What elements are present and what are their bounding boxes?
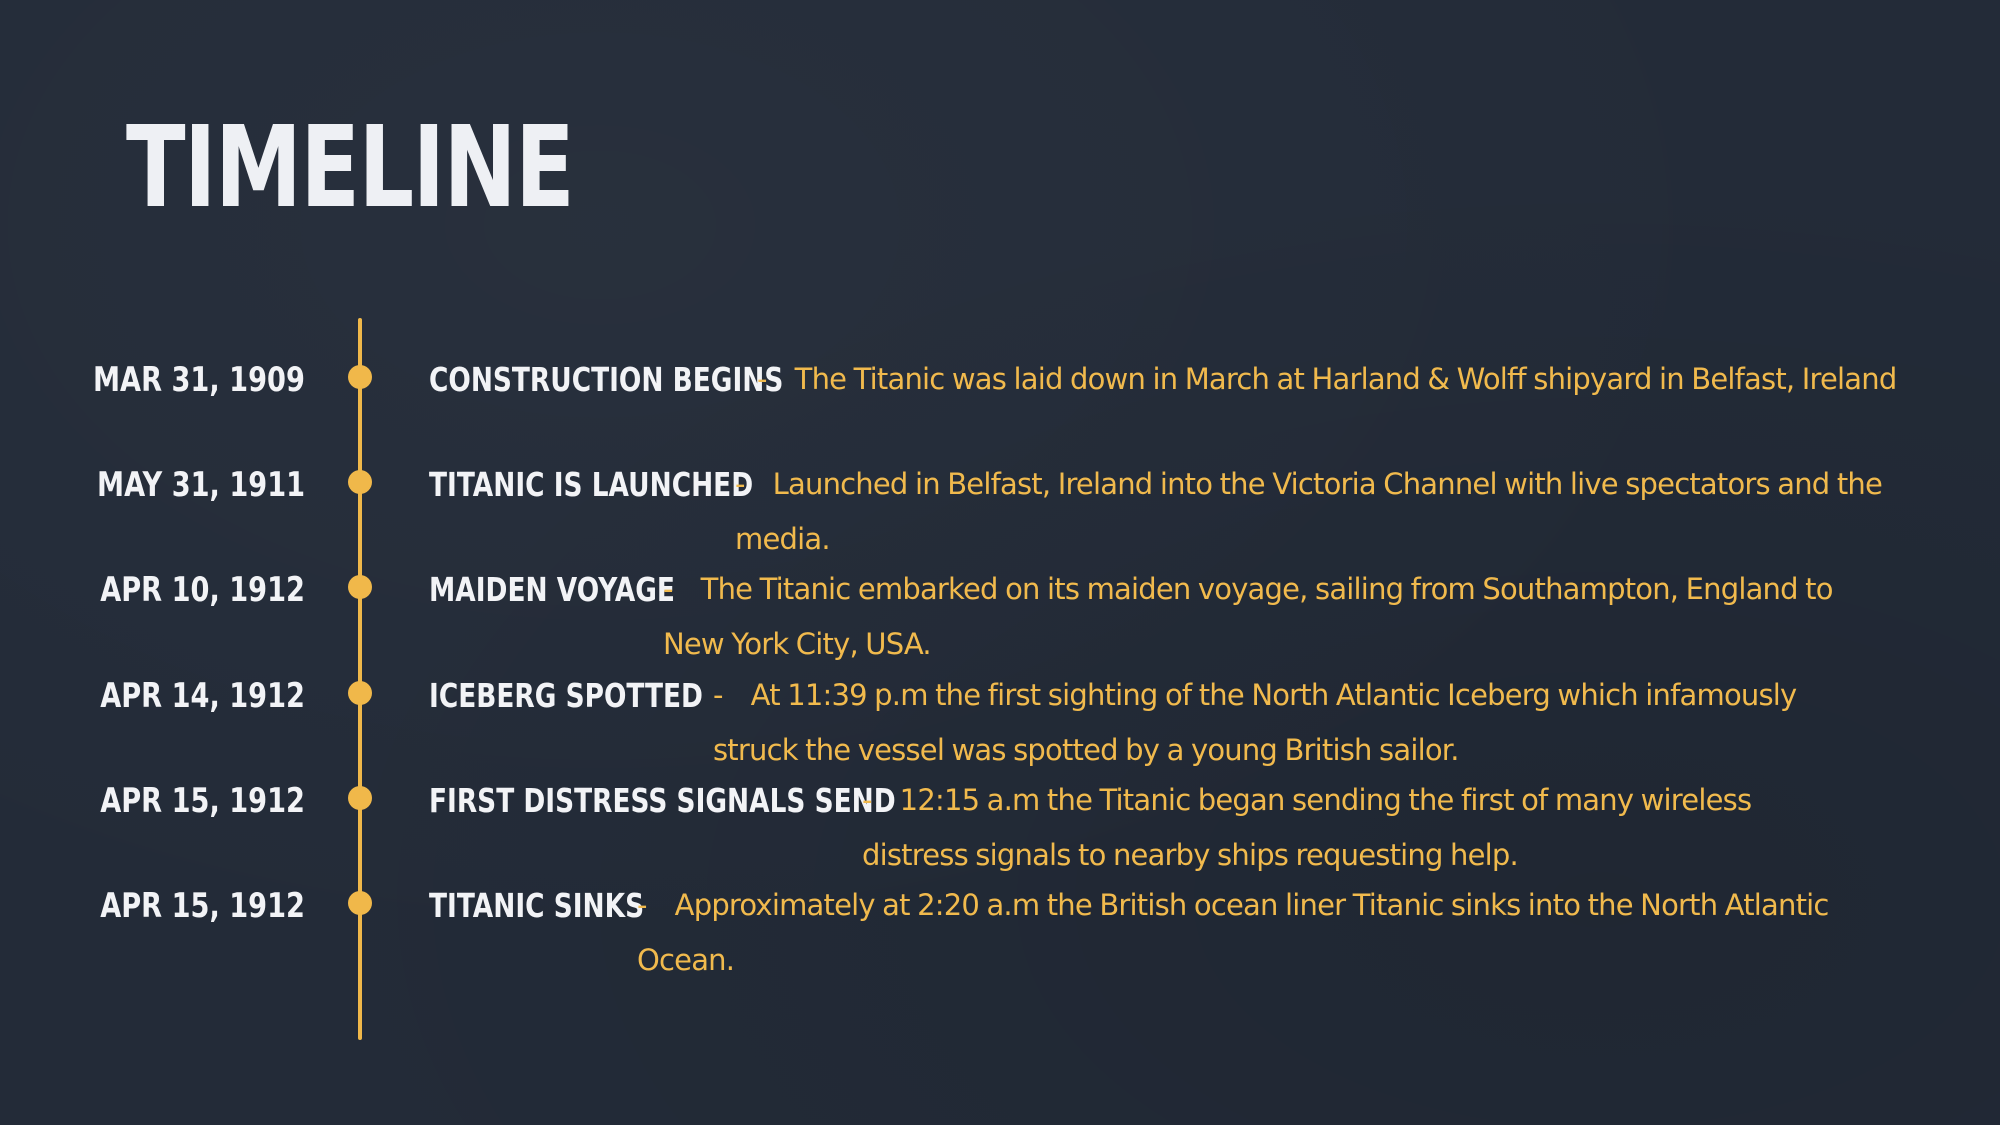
event-description-text: 12:15 a.m the Titanic began sending the … [862,783,1752,872]
event-date: MAR 31, 1909 [93,360,305,400]
timeline-event: MAR 31, 1909 CONSTRUCTION BEGINS -The Ti… [0,360,2000,463]
event-description: -The Titanic was laid down in March at H… [757,352,1917,407]
timeline-dot [348,365,372,389]
event-date: APR 15, 1912 [100,781,305,821]
event-description: -At 11:39 p.m the first sighting of the … [713,668,1873,778]
event-description-text: The Titanic was laid down in March at Ha… [794,362,1898,396]
event-dash: - [713,678,723,712]
event-description-text: Approximately at 2:20 a.m the British oc… [637,888,1829,977]
event-description-text: Launched in Belfast, Ireland into the Vi… [735,467,1883,556]
event-name: MAIDEN VOYAGE [429,570,675,609]
event-name: ICEBERG SPOTTED [429,676,703,715]
event-description: -12:15 a.m the Titanic began sending the… [862,773,1862,883]
event-dash: - [663,572,673,606]
event-description: -Approximately at 2:20 a.m the British o… [637,878,1847,988]
event-name: TITANIC SINKS [429,886,645,925]
timeline-dot [348,891,372,915]
timeline-event: APR 15, 1912 FIRST DISTRESS SIGNALS SEND… [0,781,2000,884]
timeline-event: MAY 31, 1911 TITANIC IS LAUNCHED -Launch… [0,465,2000,568]
event-description: -Launched in Belfast, Ireland into the V… [735,457,1895,567]
timeline-dot [348,681,372,705]
event-dash: - [757,362,767,396]
event-name: FIRST DISTRESS SIGNALS SEND [429,781,896,820]
timeline-line [358,318,362,1040]
event-description: -The Titanic embarked on its maiden voya… [663,562,1893,672]
timeline-event: APR 15, 1912 TITANIC SINKS -Approximatel… [0,886,2000,989]
slide-title: TIMELINE [126,103,575,233]
event-dash: - [862,783,872,817]
timeline-dot [348,470,372,494]
event-description-text: At 11:39 p.m the first sighting of the N… [713,678,1797,767]
timeline-dot [348,575,372,599]
event-date: APR 10, 1912 [100,570,305,610]
event-date: APR 14, 1912 [100,676,305,716]
event-date: MAY 31, 1911 [96,465,305,505]
event-dash: - [637,888,647,922]
event-description-text: The Titanic embarked on its maiden voyag… [663,572,1833,661]
timeline-dot [348,786,372,810]
event-date: APR 15, 1912 [100,886,305,926]
event-name: TITANIC IS LAUNCHED [429,465,754,504]
timeline-event: APR 10, 1912 MAIDEN VOYAGE -The Titanic … [0,570,2000,673]
event-name: CONSTRUCTION BEGINS [429,360,784,399]
event-dash: - [735,467,745,501]
timeline-event: APR 14, 1912 ICEBERG SPOTTED -At 11:39 p… [0,676,2000,779]
